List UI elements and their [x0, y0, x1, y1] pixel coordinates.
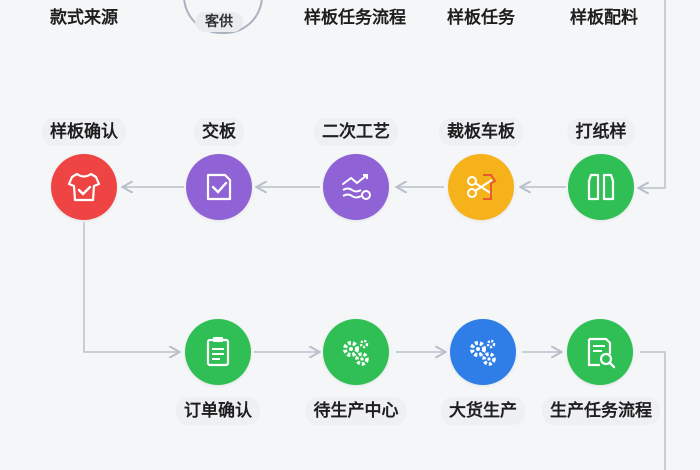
label-submit-sample: 交板	[194, 118, 244, 146]
node-order-confirm	[185, 319, 251, 385]
label-sample-task-flow: 样板任务流程	[304, 8, 406, 28]
node-production-center	[323, 319, 389, 385]
node-paper-pattern	[568, 154, 634, 220]
label-order-confirm: 订单确认	[176, 397, 260, 425]
node-submit-sample	[186, 154, 252, 220]
gears-icon	[470, 339, 496, 366]
node-bulk-production	[450, 319, 516, 385]
label-secondary-process: 二次工艺	[314, 118, 398, 146]
label-sample-task: 样板任务	[447, 8, 515, 28]
shirt-check-icon	[67, 172, 101, 202]
label-customer-supplied: 客供	[195, 12, 243, 32]
node-sample-confirm	[51, 154, 117, 220]
node-production-task-flow	[567, 319, 633, 385]
connector-top-to-pattern	[640, 0, 666, 188]
label-cut-sew-sample: 裁板车板	[439, 118, 523, 146]
connector-confirm-to-order	[83, 222, 178, 352]
node-cut-sew-sample	[448, 154, 514, 220]
pattern-icon	[587, 173, 615, 201]
label-production-center: 待生产中心	[305, 397, 407, 425]
check-box-icon	[206, 173, 232, 201]
node-secondary-process	[323, 154, 389, 220]
label-style-source: 款式来源	[50, 8, 118, 28]
scissors-icon	[467, 174, 497, 200]
label-sample-material: 样板配料	[570, 8, 638, 28]
label-bulk-production: 大货生产	[441, 397, 525, 425]
gears-icon	[343, 339, 369, 366]
label-production-task-flow: 生产任务流程	[542, 397, 660, 425]
process-chart-icon	[342, 174, 371, 200]
clipboard-icon	[206, 337, 230, 367]
label-sample-confirm: 样板确认	[42, 118, 126, 146]
label-paper-pattern: 打纸样	[567, 118, 635, 146]
connector-task-onward	[640, 351, 666, 470]
document-search-icon	[587, 337, 616, 369]
